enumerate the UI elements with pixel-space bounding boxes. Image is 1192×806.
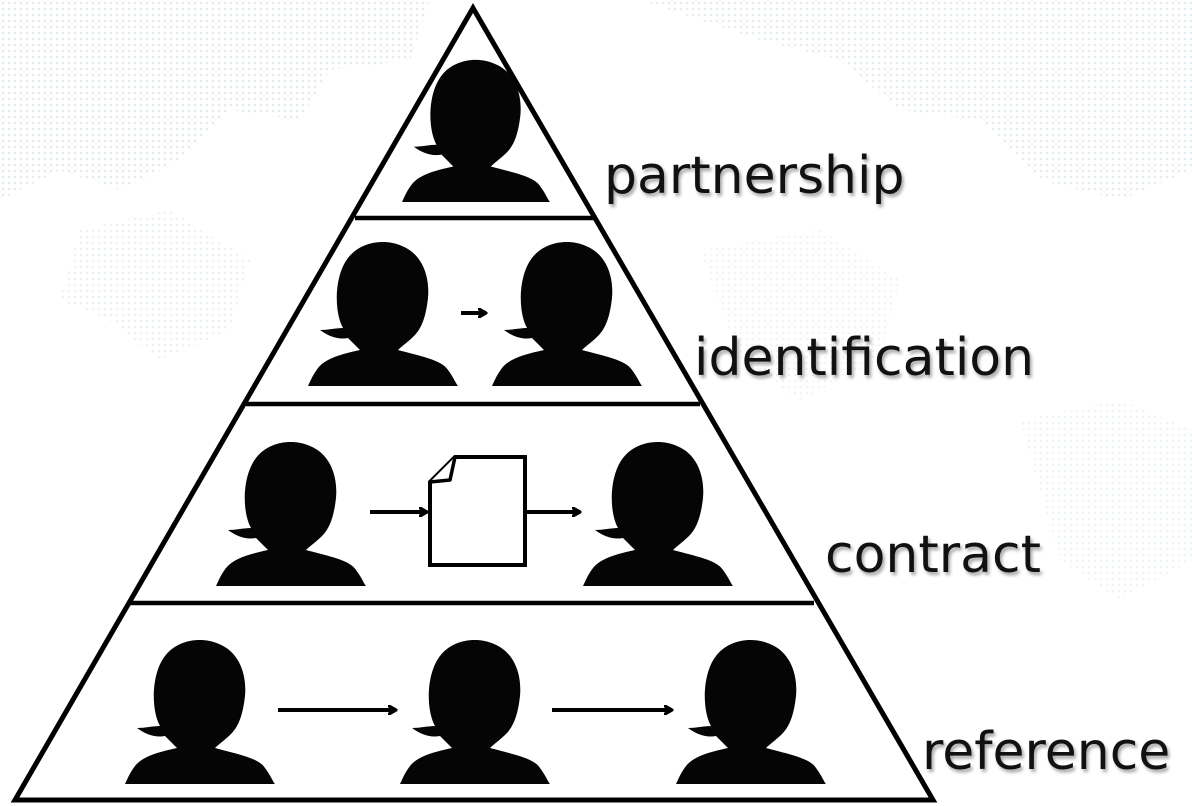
document-icon	[428, 455, 527, 567]
tier-identification	[308, 242, 642, 386]
tier-contract	[216, 442, 733, 586]
label-contract: contract	[825, 525, 1041, 585]
label-partnership: partnership	[604, 146, 905, 206]
label-reference: reference	[922, 722, 1171, 782]
label-identification: identification	[694, 328, 1035, 388]
tier-reference	[125, 640, 826, 784]
